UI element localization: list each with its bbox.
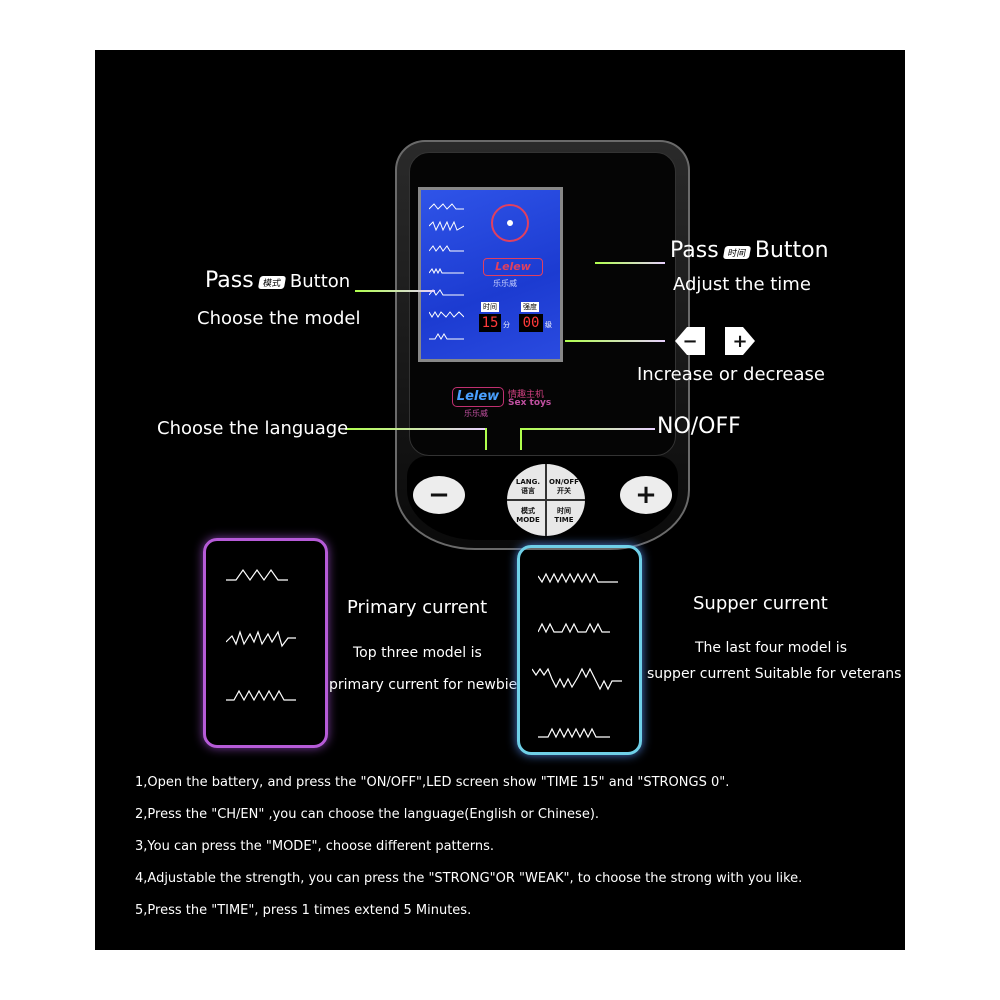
language-callout: Choose the language (157, 418, 349, 439)
pass-mode-pass-text: Pass (205, 268, 254, 293)
minus-button[interactable]: − (413, 476, 465, 514)
pass-mode-callout: Pass 模式 Button (205, 268, 350, 293)
wave-2-icon (429, 220, 464, 232)
supper-line2: supper current Suitable for veterans (647, 666, 902, 682)
pass-mode-desc: Choose the model (197, 308, 361, 329)
lcd-brand-logo: Lelew (483, 258, 543, 276)
instruction-list: 1,Open the battery, and press the "ON/OF… (135, 770, 875, 930)
primary-title: Primary current (347, 597, 488, 618)
lcd-time-unit: 分 (503, 321, 510, 329)
primary-line2: primary current for newbie (329, 677, 518, 693)
onoff-cn-label: 开关 (557, 487, 571, 495)
primary-wave-3-icon (226, 689, 296, 702)
callout-line-adjust (565, 340, 665, 342)
plus-button[interactable]: + (620, 476, 672, 514)
pass-mode-button-text: Button (289, 271, 351, 292)
lang-cn-label: 语言 (521, 487, 535, 495)
lcd-strength-unit: 级 (545, 321, 552, 329)
pass-time-callout: Pass 时间 Button (670, 238, 829, 263)
lang-label: LANG. (515, 478, 541, 486)
primary-waves-box (203, 538, 328, 748)
instruction-step: 5,Press the "TIME", press 1 times extend… (135, 903, 472, 918)
supper-waves-box (517, 545, 642, 755)
wave-1-icon (429, 203, 464, 210)
instruction-step: 3,You can press the "MODE", choose diffe… (135, 839, 494, 854)
supper-wave-1-icon (538, 572, 618, 584)
pass-time-tag: 时间 (722, 246, 751, 259)
lcd-strength-value: 00 (519, 314, 543, 332)
supper-wave-2-icon (538, 622, 610, 634)
lcd-screen: Lelew 乐乐威 时间 强度 15 分 00 级 (418, 187, 563, 362)
supper-title: Supper current (693, 593, 828, 614)
target-circle-icon (491, 204, 529, 242)
lcd-time-value: 15 (479, 314, 501, 332)
lcd-strength-label: 强度 (521, 302, 539, 312)
instruction-step: 1,Open the battery, and press the "ON/OF… (135, 775, 730, 790)
supper-wave-4-icon (538, 727, 610, 739)
instruction-step: 2,Press the "CH/EN" ,you can choose the … (135, 807, 600, 822)
time-label: TIME (554, 516, 574, 524)
pass-time-button-text: Button (754, 238, 829, 263)
device-brand-logo: Lelew (452, 387, 504, 407)
callout-line-mode (355, 290, 435, 292)
primary-line1: Top three model is (353, 645, 482, 661)
primary-wave-1-icon (226, 568, 288, 582)
pass-time-desc: Adjust the time (673, 274, 811, 295)
callout-line-language (345, 428, 485, 430)
instruction-step: 4,Adjustable the strength, you can press… (135, 871, 803, 886)
callout-line-time (595, 262, 665, 264)
device-brand-sub: 乐乐威 (464, 409, 488, 418)
pass-time-pass-text: Pass (670, 238, 719, 263)
primary-wave-2-icon (226, 630, 296, 648)
pass-mode-tag: 模式 (257, 276, 286, 289)
callout-line-language-v (485, 428, 487, 450)
supper-line1: The last four model is (695, 640, 847, 656)
lang-button[interactable]: LANG.语言 (513, 478, 543, 496)
onoff-callout: NO/OFF (657, 414, 741, 439)
mode-label: MODE (516, 516, 540, 524)
lcd-brand-sub: 乐乐威 (493, 279, 517, 288)
wave-3-icon (429, 245, 464, 252)
callout-line-onoff (520, 428, 655, 430)
controller-device: Lelew 乐乐威 时间 强度 15 分 00 级 Lelew 情趣主机 Sex… (395, 140, 690, 550)
wave-5-icon (429, 289, 464, 296)
device-brand-line2: Sex toys (508, 398, 552, 408)
device-brand: Lelew 情趣主机 Sex toys 乐乐威 (452, 387, 577, 418)
supper-wave-3-icon (532, 667, 622, 691)
adjust-desc: Increase or decrease (637, 364, 825, 385)
device-brand-line1: 情趣主机 (508, 390, 545, 400)
wave-6-icon (429, 311, 464, 318)
callout-line-onoff-v (520, 428, 522, 450)
lcd-time-label: 时间 (481, 302, 499, 312)
product-panel: Lelew 乐乐威 时间 强度 15 分 00 级 Lelew 情趣主机 Sex… (95, 50, 905, 950)
wave-7-icon (429, 333, 464, 340)
onoff-label: ON/OFF (549, 478, 579, 486)
increase-arrow-icon: + (725, 327, 755, 355)
wave-4-icon (429, 267, 464, 275)
time-cn-label: 时间 (557, 507, 571, 515)
mode-cn-label: 模式 (521, 507, 535, 515)
